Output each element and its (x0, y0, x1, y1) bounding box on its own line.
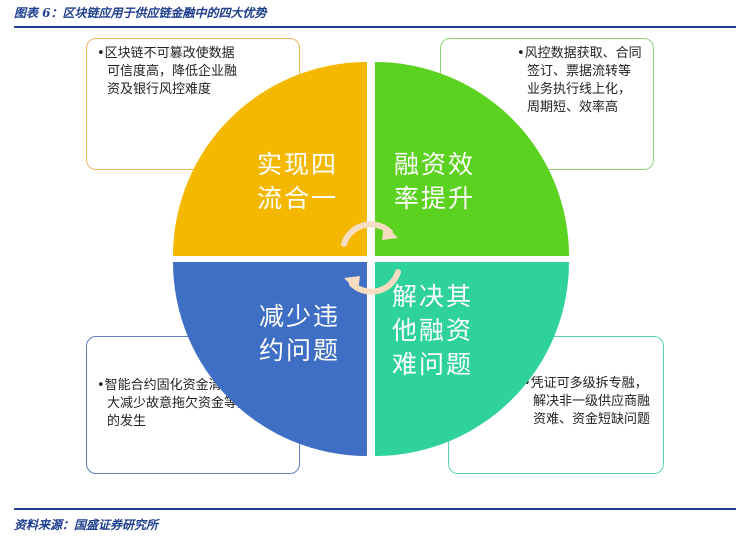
label-line: 流合一 (257, 184, 339, 213)
label-line: 率提升 (394, 184, 476, 213)
quadrant-label-top-left: 实现四 流合一 (257, 148, 338, 216)
label-line: 约问题 (259, 336, 341, 365)
top-rule (14, 26, 736, 28)
quadrant-bottom-right (375, 262, 569, 456)
quadrant-top-right (375, 62, 569, 256)
figure-title: 图表 6：区块链应用于供应链金融中的四大优势 (14, 6, 267, 20)
label-line: 他融资 (392, 316, 474, 345)
note-text-top-left: •区块链不可篡改使数据可信度高，降低企业融资及银行风控难度 (97, 46, 238, 97)
source-note: 资料来源：国盛证券研究所 (14, 518, 159, 532)
quadrant-label-bottom-right: 解决其 他融资 难问题 (392, 280, 473, 382)
label-line: 难问题 (392, 350, 474, 379)
label-line: 实现四 (257, 150, 339, 179)
quadrant-label-bottom-left: 减少违 约问题 (259, 300, 340, 368)
quadrant-label-top-right: 融资效 率提升 (394, 148, 475, 216)
quadrant-bottom-left (173, 262, 367, 456)
quadrant-top-left (173, 62, 367, 256)
note-text-bottom-right: •凭证可多级拆专融，解决非一级供应商融资难、资金短缺问题 (523, 376, 651, 427)
label-line: 解决其 (392, 282, 474, 311)
label-line: 融资效 (394, 150, 476, 179)
bottom-rule (14, 508, 736, 510)
note-text-top-right: •风控数据获取、合同签订、票据流转等业务执行线上化，周期短、效率高 (517, 46, 642, 115)
label-line: 减少违 (259, 302, 341, 331)
